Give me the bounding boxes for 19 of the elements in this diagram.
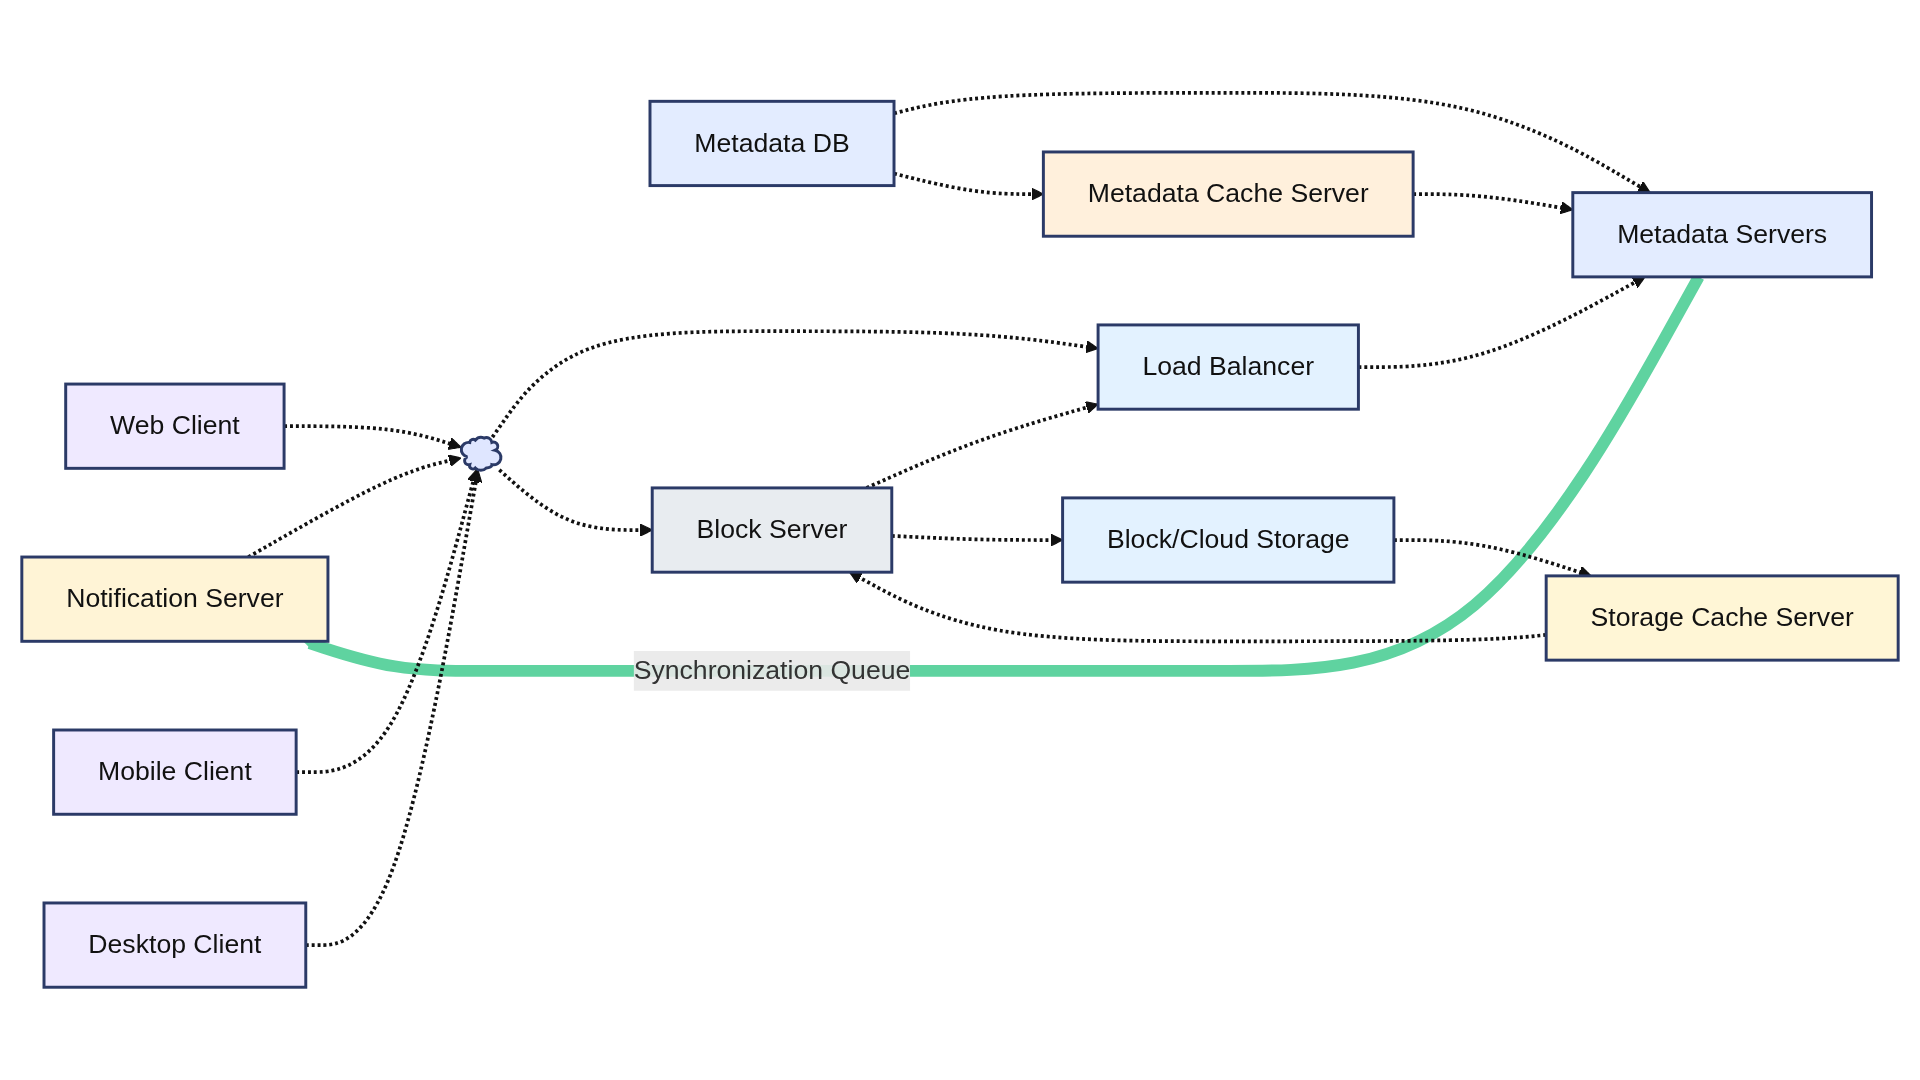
edge-label: Synchronization Queue	[633, 655, 911, 685]
node-box: Metadata Cache Server	[1041, 150, 1415, 238]
node-box: Mobile Client	[52, 728, 298, 816]
node-box: Storage Cache Server	[1544, 574, 1900, 662]
node-box: Notification Server	[20, 555, 330, 643]
node-box: Block Server	[650, 486, 894, 574]
arrow	[296, 469, 480, 774]
node-box: Metadata DB	[648, 99, 896, 188]
arrow	[490, 329, 1099, 439]
node-box: Metadata Servers	[1571, 191, 1874, 279]
arrow	[498, 468, 653, 537]
node-cloud	[459, 435, 503, 472]
arrow	[1358, 276, 1646, 369]
node-box: Web Client	[64, 382, 286, 470]
arrow	[305, 469, 483, 947]
node-box: Load Balancer	[1096, 323, 1360, 411]
node-box: Desktop Client	[42, 901, 308, 989]
arrow	[284, 424, 462, 450]
node-box: Block/Cloud Storage	[1061, 496, 1396, 584]
